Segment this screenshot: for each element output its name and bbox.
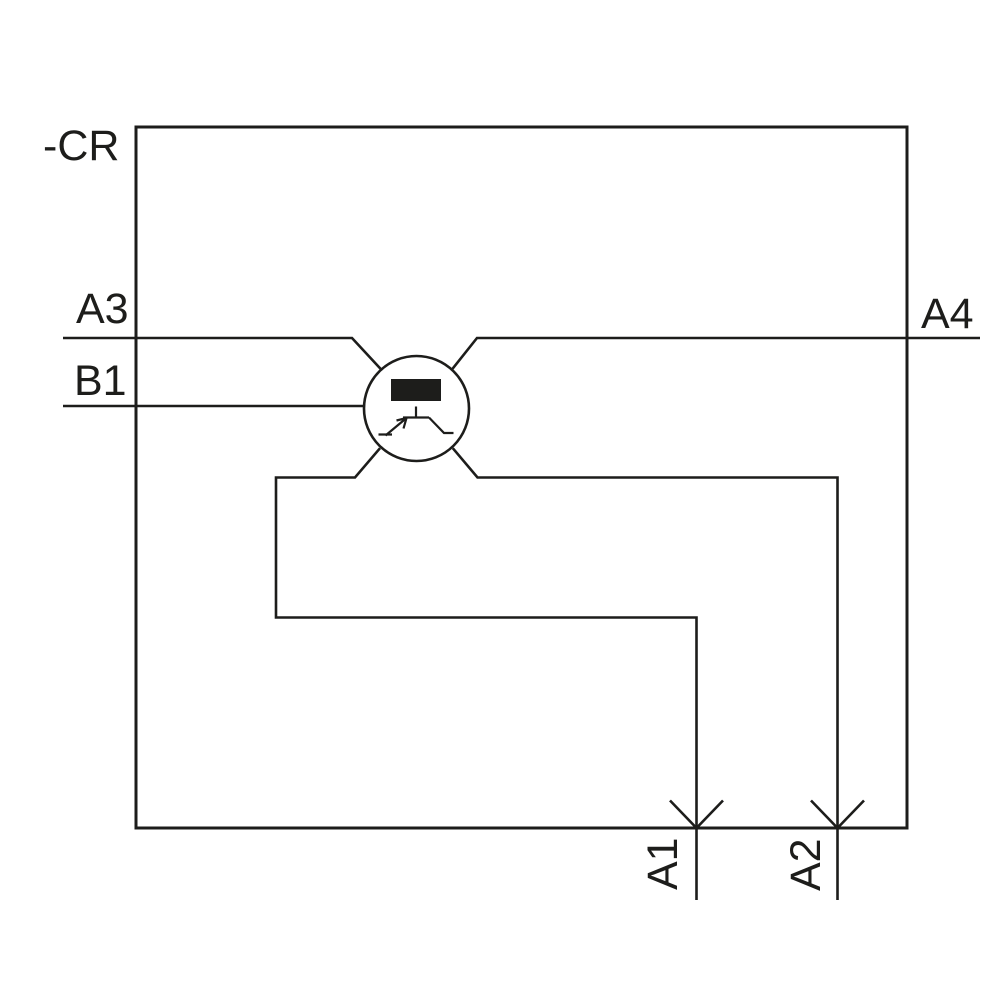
- device-outline: [134, 125, 909, 830]
- actuation-arrow-icon: [384, 416, 409, 437]
- terminal-label-a3: A3: [76, 285, 129, 333]
- terminal-label-b1: B1: [74, 357, 127, 405]
- wire-a4: [451, 336, 980, 370]
- a2-arrow-icon: [810, 799, 865, 830]
- contact-symbol-icon: [378, 406, 454, 436]
- wire-a1: [274, 447, 698, 900]
- terminal-label-a4: A4: [921, 290, 974, 338]
- terminal-label-a1: A1: [639, 837, 687, 890]
- wire-a3: [63, 336, 382, 370]
- a1-arrow-icon: [669, 799, 724, 830]
- terminal-label-a2: A2: [782, 838, 830, 891]
- component-reference-label: -CR: [43, 122, 119, 170]
- wire-a2: [451, 447, 839, 900]
- switching-element-circle: [362, 354, 471, 463]
- semiconductor-block-icon: [391, 379, 441, 401]
- switching-element-icon: [362, 354, 471, 463]
